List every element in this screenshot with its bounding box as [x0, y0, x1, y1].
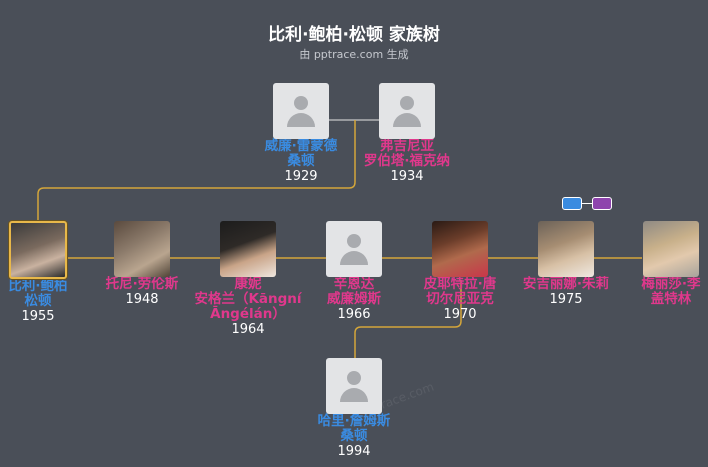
- person-birth-year: 1964: [231, 322, 265, 337]
- person-card-spouse-6[interactable]: 梅丽莎·李 盖特林: [611, 221, 708, 307]
- person-card-self[interactable]: 比利·鲍柏 松顿 1955: [0, 221, 98, 325]
- portrait-photo: [220, 221, 276, 277]
- placeholder-avatar-icon: [326, 358, 382, 414]
- person-name: 皮耶特拉·唐 切尔尼亚克: [423, 276, 497, 307]
- person-name: 辛恩达 威廉姆斯: [327, 276, 381, 307]
- placeholder-avatar-icon: [273, 83, 329, 139]
- person-name: 安吉丽娜·朱莉: [522, 276, 610, 292]
- person-name: 哈里·詹姆斯 桑顿: [317, 413, 391, 444]
- legend-male-chip[interactable]: [562, 197, 582, 210]
- person-card-mother[interactable]: 弗吉尼亚 罗伯塔·福克纳 1934: [347, 83, 467, 185]
- page-subtitle: 由 pptrace.com 生成: [299, 48, 409, 61]
- person-birth-year: 1929: [284, 169, 318, 184]
- page-title: 比利·鲍柏·松顿 家族树: [268, 25, 440, 45]
- person-name: 康妮 安格兰（Kāngní Āngélán）: [194, 276, 302, 322]
- person-birth-year: 1975: [549, 292, 583, 307]
- legend-link: [582, 203, 592, 204]
- portrait-photo: [114, 221, 170, 277]
- person-birth-year: 1994: [337, 444, 371, 459]
- portrait-photo: [9, 221, 67, 279]
- legend-female-chip[interactable]: [592, 197, 612, 210]
- person-birth-year: 1948: [125, 292, 159, 307]
- person-card-spouse-4[interactable]: 皮耶特拉·唐 切尔尼亚克 1970: [400, 221, 520, 323]
- person-birth-year: 1966: [337, 307, 371, 322]
- person-name: 威廉·雷蒙德 桑顿: [264, 138, 338, 169]
- person-name: 弗吉尼亚 罗伯塔·福克纳: [363, 138, 451, 169]
- child-line: [354, 280, 462, 360]
- person-birth-year: 1934: [390, 169, 424, 184]
- parents-child-line: [37, 120, 356, 222]
- person-birth-year: 1955: [21, 309, 55, 324]
- portrait-photo: [432, 221, 488, 277]
- person-name: 梅丽莎·李 盖特林: [641, 276, 701, 307]
- placeholder-avatar-icon: [379, 83, 435, 139]
- person-card-spouse-1[interactable]: 托尼·劳伦斯 1948: [82, 221, 202, 308]
- placeholder-avatar-icon: [326, 221, 382, 277]
- portrait-photo: [538, 221, 594, 277]
- person-card-child[interactable]: 哈里·詹姆斯 桑顿 1994: [294, 358, 414, 460]
- person-birth-year: 1970: [443, 307, 477, 322]
- person-name: 托尼·劳伦斯: [105, 276, 179, 292]
- person-card-spouse-5[interactable]: 安吉丽娜·朱莉 1975: [506, 221, 626, 308]
- person-card-spouse-2[interactable]: 康妮 安格兰（Kāngní Āngélán） 1964: [188, 221, 308, 338]
- person-name: 比利·鲍柏 松顿: [8, 278, 68, 309]
- person-card-spouse-3[interactable]: 辛恩达 威廉姆斯 1966: [294, 221, 414, 323]
- person-card-father[interactable]: 威廉·雷蒙德 桑顿 1929: [241, 83, 361, 185]
- portrait-photo: [643, 221, 699, 277]
